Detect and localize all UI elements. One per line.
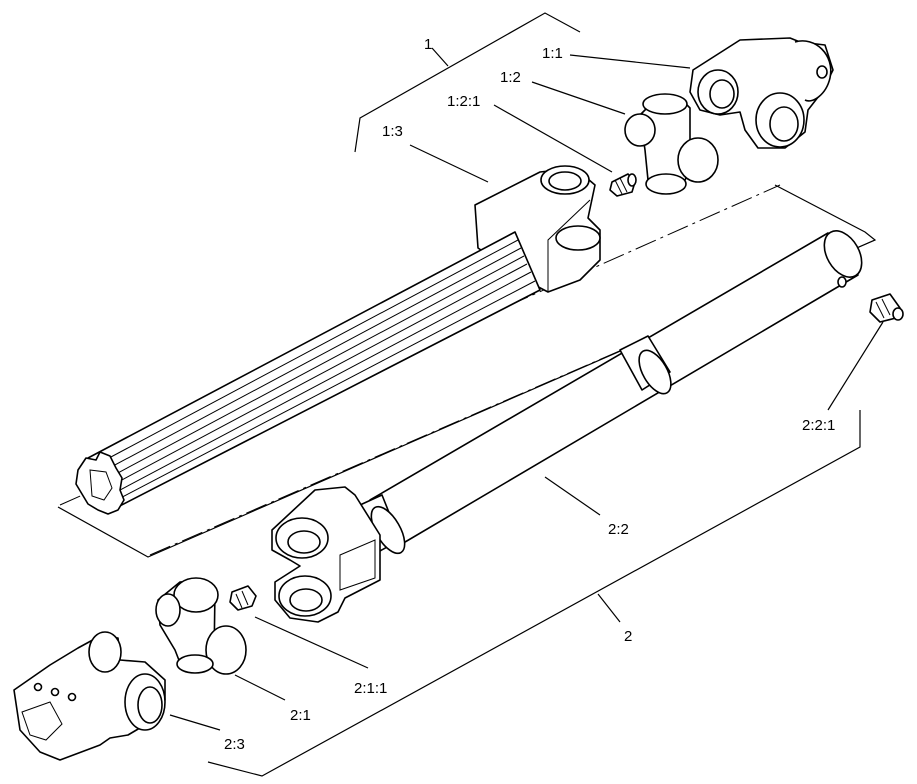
- yoke-1-1: [689, 37, 834, 149]
- bracket-group-1: [354, 12, 581, 153]
- callout-1: 1: [424, 36, 432, 53]
- leader-1-3: [409, 144, 489, 183]
- callout-2-1: 2:1: [290, 707, 311, 724]
- splined-shaft-1-3: [75, 165, 601, 515]
- leader-2-3: [169, 714, 221, 731]
- cross-1-2: [624, 93, 719, 195]
- leader-2-1: [234, 674, 286, 701]
- leader-2-2-1: [827, 321, 884, 411]
- grease-fitting-2-2-1: [869, 293, 904, 323]
- cross-2-1: [155, 577, 247, 675]
- grease-fitting-1-2-1: [609, 173, 637, 197]
- leader-2-1-1: [254, 616, 369, 669]
- grease-fitting-2-1-1: [229, 585, 257, 611]
- bracket-outer-box: [57, 184, 877, 558]
- callout-2-1-1: 2:1:1: [354, 680, 387, 697]
- callout-1-2-1: 1:2:1: [447, 93, 480, 110]
- callout-2: 2: [624, 628, 632, 645]
- callout-2-2: 2:2: [608, 521, 629, 538]
- tube-2-2: [271, 230, 863, 623]
- callout-1-3: 1:3: [382, 123, 403, 140]
- leader-1-2: [531, 81, 626, 115]
- leader-1-1: [569, 54, 691, 69]
- callout-2-3: 2:3: [224, 736, 245, 753]
- callout-2-2-1: 2:2:1: [802, 417, 835, 434]
- callout-1-2: 1:2: [500, 69, 521, 86]
- leader-2-2: [544, 476, 601, 516]
- yoke-2-3: [13, 631, 166, 761]
- leader-1-2-1: [493, 104, 613, 173]
- leader-2: [597, 593, 621, 623]
- leader-1: [431, 47, 449, 67]
- callout-1-1: 1:1: [542, 45, 563, 62]
- bracket-group-2: [207, 410, 861, 777]
